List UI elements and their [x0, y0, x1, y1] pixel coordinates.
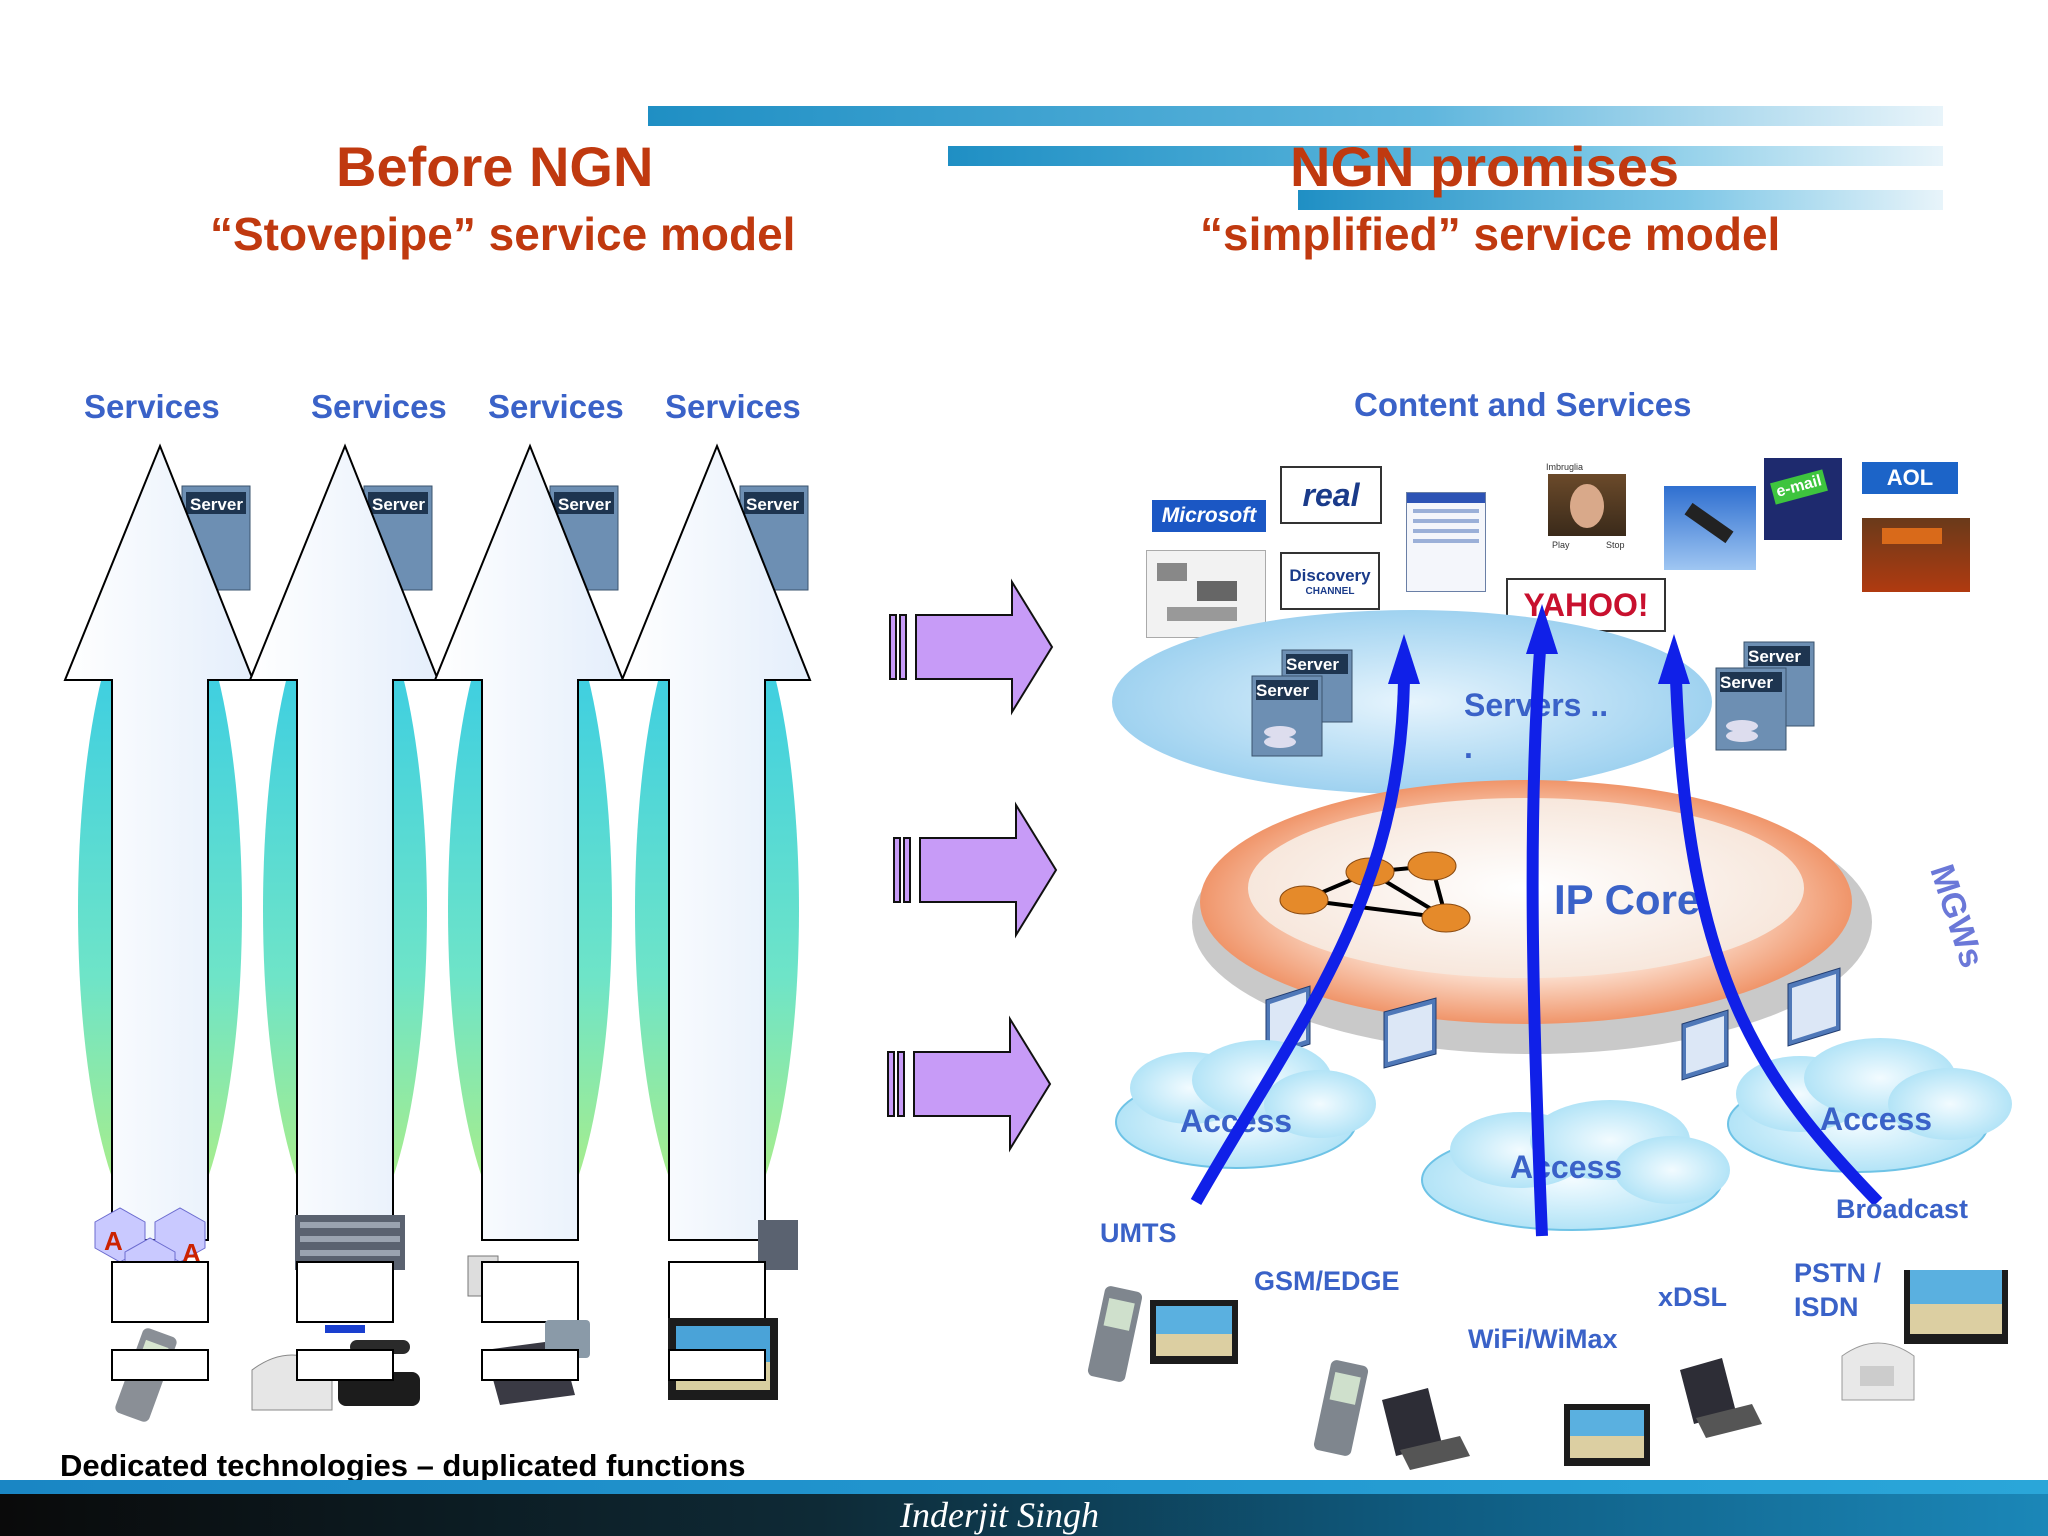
mobile-phone-icon	[1087, 1286, 1143, 1382]
flow-arrow-umts	[1190, 679, 1410, 1205]
real-logo: real	[1280, 466, 1382, 524]
access-cloud-1	[1115, 1040, 1376, 1169]
server-icon: Server	[1715, 667, 1787, 751]
media-gateway-icon	[1383, 997, 1437, 1069]
services-label-1: Services	[84, 388, 220, 425]
access-label-2: Access	[1510, 1149, 1622, 1185]
aol-logo: AOL	[1862, 462, 1958, 494]
laptop-icon	[1382, 1388, 1470, 1470]
router-icon	[1421, 903, 1471, 933]
decor-bar-top	[648, 106, 1943, 126]
svg-text:Server: Server	[190, 495, 243, 514]
left-caption: Dedicated technologies – duplicated func…	[60, 1448, 746, 1483]
svg-text:Server: Server	[746, 495, 799, 514]
desk-phone-icon	[1841, 1342, 1915, 1401]
wifi-wimax-label: WiFi/WiMax	[1468, 1324, 1618, 1354]
svg-text:Server: Server	[1256, 681, 1309, 700]
gsm-edge-label: GSM/EDGE	[1254, 1266, 1400, 1296]
svg-text:A: A	[104, 1226, 123, 1256]
svg-text:Server: Server	[1286, 655, 1339, 674]
services-label-2: Services	[311, 388, 447, 425]
footer-author: Inderjit Singh	[900, 1495, 1099, 1535]
app-window-screenshot	[1406, 492, 1486, 592]
transition-arrow-3	[887, 1015, 1052, 1153]
stovepipe-column-3: Server	[433, 443, 625, 1405]
tv-icon	[1150, 1300, 1238, 1364]
discovery-logo: Discovery CHANNEL	[1280, 552, 1380, 610]
flow-arrow-head	[1388, 634, 1420, 684]
xdsl-label: xDSL	[1658, 1282, 1728, 1312]
ngn-promises-title: NGN promises	[1290, 135, 1679, 198]
servers-dot: .	[1464, 729, 1473, 765]
mgws-label: MGWs	[1922, 860, 1991, 972]
router-icon	[1407, 851, 1457, 881]
service-flow-arrows	[1190, 649, 1883, 1237]
laptop-icon	[1680, 1358, 1762, 1438]
email-image: e-mail	[1764, 458, 1842, 540]
media-gateway-icon	[1787, 967, 1841, 1047]
media-gateway-icon	[1681, 1009, 1729, 1081]
flow-arrow-head	[1526, 604, 1558, 654]
broadcast-label: Broadcast	[1836, 1194, 1969, 1224]
simplified-subtitle: “simplified” service model	[1200, 208, 1781, 260]
flow-arrow-wifi	[1526, 649, 1548, 1237]
terminal-devices	[1087, 1270, 2008, 1470]
umts-label: UMTS	[1100, 1218, 1177, 1248]
svg-text:Server: Server	[372, 495, 425, 514]
mobile-phone-icon	[1313, 1360, 1369, 1456]
stovepipe-subtitle: “Stovepipe” service model	[210, 208, 796, 260]
transition-arrow-2	[893, 801, 1058, 939]
content-and-services-label: Content and Services	[1354, 386, 1692, 423]
access-label-3: Access	[1820, 1101, 1932, 1137]
pstn-label: PSTN /	[1794, 1258, 1882, 1288]
servers-cloud	[1112, 610, 1712, 794]
tv-icon	[1564, 1404, 1650, 1466]
stovepipe-column-4: Server	[620, 443, 812, 1400]
router-icon	[1279, 885, 1329, 915]
ip-core-inner	[1248, 798, 1804, 978]
decor-bar-mid	[948, 146, 1943, 166]
services-label-4: Services	[665, 388, 801, 425]
svg-text:Server: Server	[1720, 673, 1773, 692]
ngn-network-diagram: Server Server Server Server Servers .. .	[1112, 604, 2012, 1237]
isdn-label: ISDN	[1794, 1292, 1859, 1322]
switch-building-icon	[295, 1215, 405, 1270]
services-label-3: Services	[488, 388, 624, 425]
before-ngn-title: Before NGN	[336, 135, 654, 198]
video-player-image: Imbruglia Play Stop	[1546, 462, 1628, 554]
stovepipe-diagram: Server A A Server	[63, 443, 812, 1422]
decor-bar-low	[1298, 190, 1943, 210]
svg-text:Server: Server	[558, 495, 611, 514]
ip-core-label: IP Core	[1554, 876, 1700, 923]
cell-network-icon: A A	[94, 1207, 206, 1293]
tv-icon	[1904, 1270, 2008, 1344]
sports-photo	[1664, 486, 1756, 570]
game-box-image	[1862, 518, 1970, 592]
footer-accent	[0, 1480, 2048, 1494]
svg-text:Server: Server	[1748, 647, 1801, 666]
access-cloud-2	[1421, 1100, 1730, 1231]
server-icon: Server	[1251, 675, 1323, 757]
product-catalog-image	[1146, 550, 1266, 638]
transition-arrows	[887, 578, 1058, 1153]
yahoo-logo: YAHOO!	[1506, 578, 1666, 632]
flow-arrow-head	[1658, 634, 1690, 684]
svg-text:A: A	[182, 1238, 201, 1268]
stovepipe-column-2: Server	[248, 443, 440, 1411]
stovepipe-column-1: Server A A	[63, 443, 255, 1422]
microsoft-logo: Microsoft	[1152, 500, 1266, 532]
flow-arrow-broadcast	[1670, 679, 1883, 1207]
transition-arrow-1	[889, 578, 1054, 716]
